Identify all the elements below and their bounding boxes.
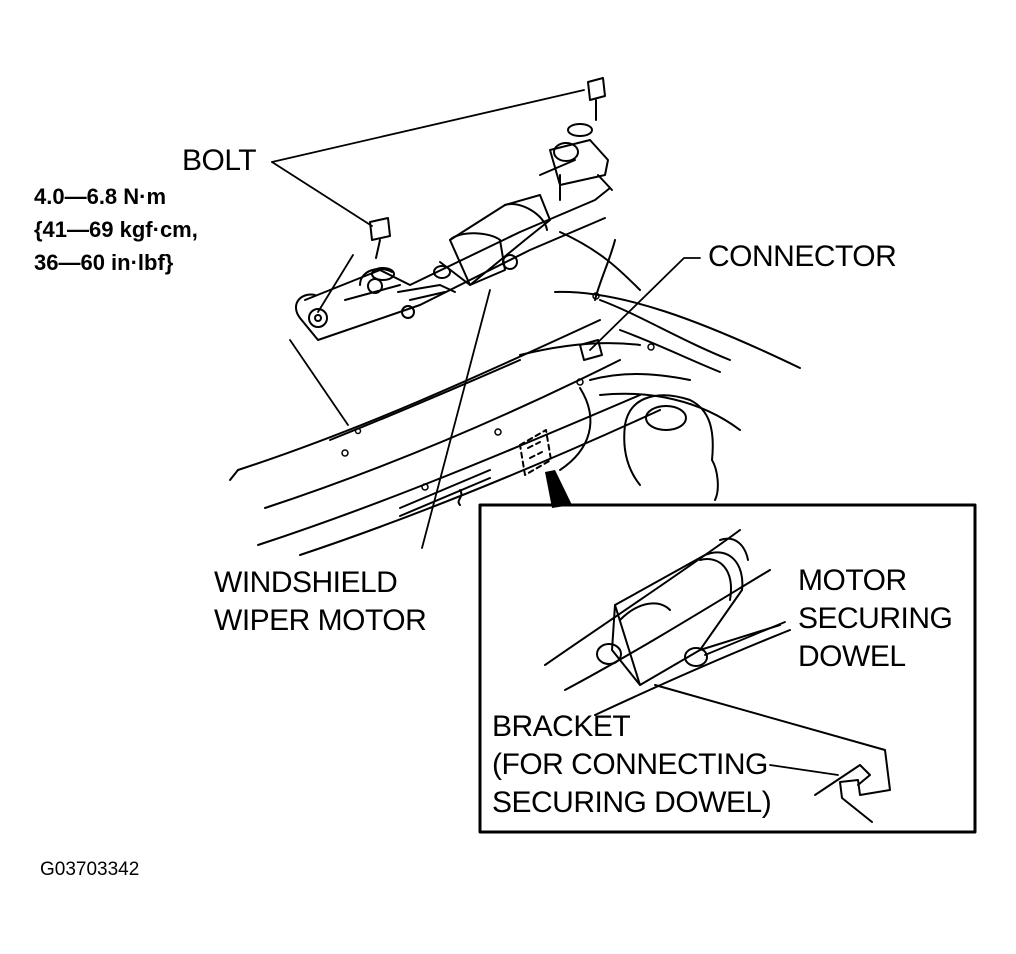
washer-reservoir [623, 394, 719, 501]
dowel-label-line-3: DOWEL [798, 640, 906, 673]
wiper-linkage [295, 139, 613, 341]
dowel-label-line-1: MOTOR [798, 564, 907, 597]
bolt-label: BOLT [182, 144, 257, 177]
torque-spec-line-3: 36—60 in·lbf} [34, 250, 174, 275]
torque-spec-line-1: 4.0—6.8 N·m [34, 184, 167, 209]
cowl-panel [229, 231, 801, 556]
torque-spec-line-2: {41—69 kgf·cm, [34, 217, 198, 242]
bolt-lower [369, 217, 395, 281]
bracket-label-line-2: (FOR CONNECTING [492, 748, 768, 781]
figure-id: G03703342 [40, 859, 140, 880]
detail-leaders [704, 621, 839, 776]
bracket-label-line-3: SECURING DOWEL) [492, 786, 772, 819]
detail-bracket [654, 684, 891, 823]
dowel-label-line-2: SECURING [798, 602, 953, 635]
detail-inset-frame [478, 503, 977, 834]
panel-holes [341, 292, 655, 491]
bracket-label-line-1: BRACKET [492, 710, 631, 743]
pointer-arrow-to-detail [545, 470, 572, 508]
wiper-motor-label-line-1: WINDSHIELD [214, 566, 398, 599]
wiper-motor-label-line-2: WIPER MOTOR [214, 604, 427, 637]
detail-motor [544, 529, 791, 716]
wiper-motor-body [433, 194, 551, 286]
connector-part [579, 339, 603, 361]
bolt-upper [567, 77, 606, 137]
leader-lines [271, 89, 701, 549]
dowel-location-marker [519, 429, 552, 476]
connector-label: CONNECTOR [708, 240, 897, 273]
